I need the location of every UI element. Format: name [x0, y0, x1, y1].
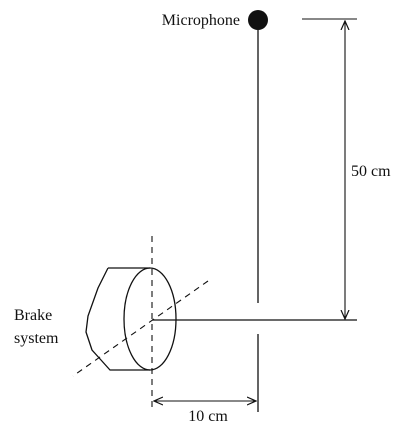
brake-system-icon — [72, 236, 209, 412]
brake-front-face — [123, 267, 177, 371]
brake-label-line1: Brake — [14, 307, 52, 324]
vertical-distance-label: 50 cm — [351, 163, 391, 180]
microphone-label: Microphone — [162, 12, 240, 29]
horizontal-distance-label: 10 cm — [188, 408, 228, 425]
microphone-head-icon — [248, 10, 268, 30]
brake-back-rim — [85, 267, 150, 371]
brake-label-line2: system — [14, 330, 59, 347]
vertical-dimension — [302, 18, 357, 319]
diagonal-center-axis — [72, 280, 209, 377]
microphone-assembly — [248, 10, 268, 412]
